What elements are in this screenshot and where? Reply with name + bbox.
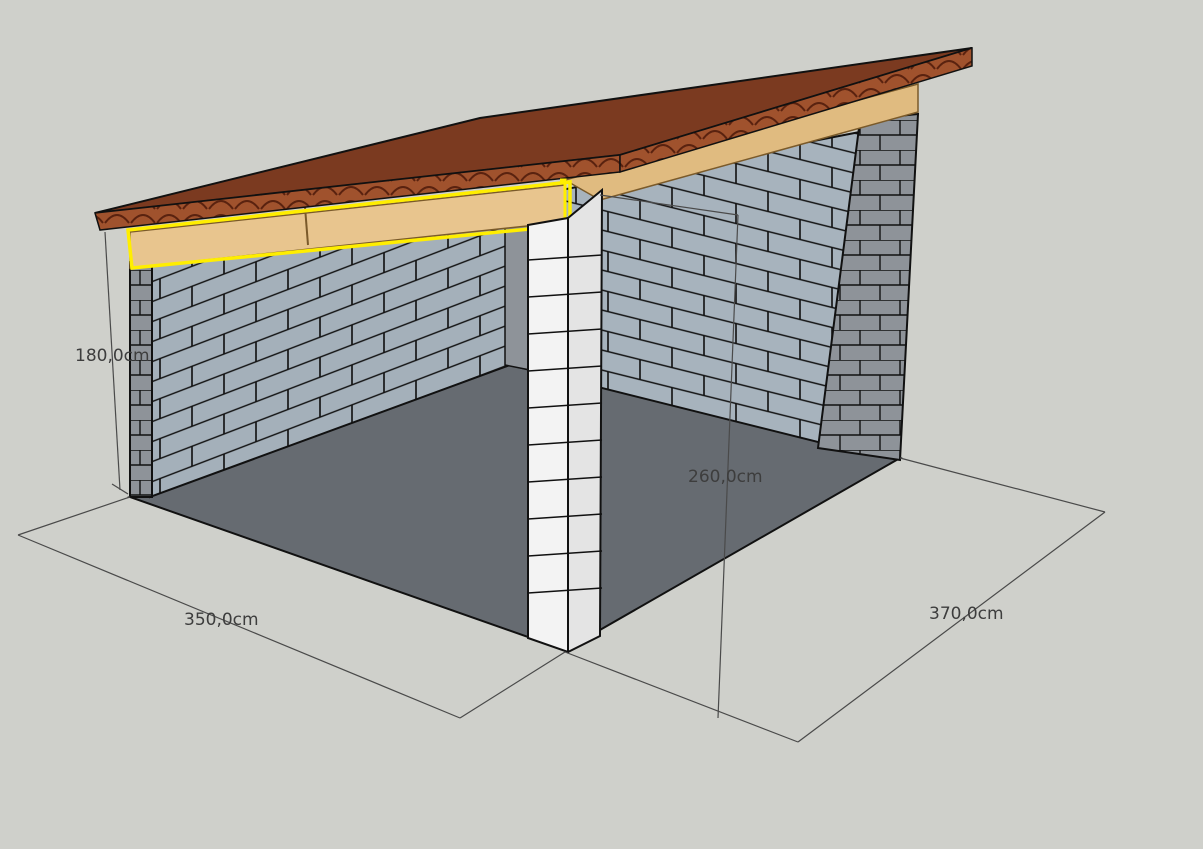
dim-label-height-180: 180,0cm [75,346,150,366]
dim-label-depth-370: 370,0cm [929,604,1004,624]
depth-370-line [797,511,1106,743]
width-350-line [17,534,461,719]
dimension-lines [17,194,1106,743]
dim-label-height-260: 260,0cm [688,467,763,487]
pillar-side [567,187,604,654]
pillar-block-joints [527,254,603,594]
selection-outline-inner [560,178,567,220]
height-260-line [717,214,739,719]
beam-joint [304,206,309,246]
pillar-front [527,216,569,654]
back-left-wall-end [129,256,153,498]
height-180-line [104,231,121,491]
roof-side-edge [619,46,973,174]
dim-label-width-350: 350,0cm [184,610,259,630]
